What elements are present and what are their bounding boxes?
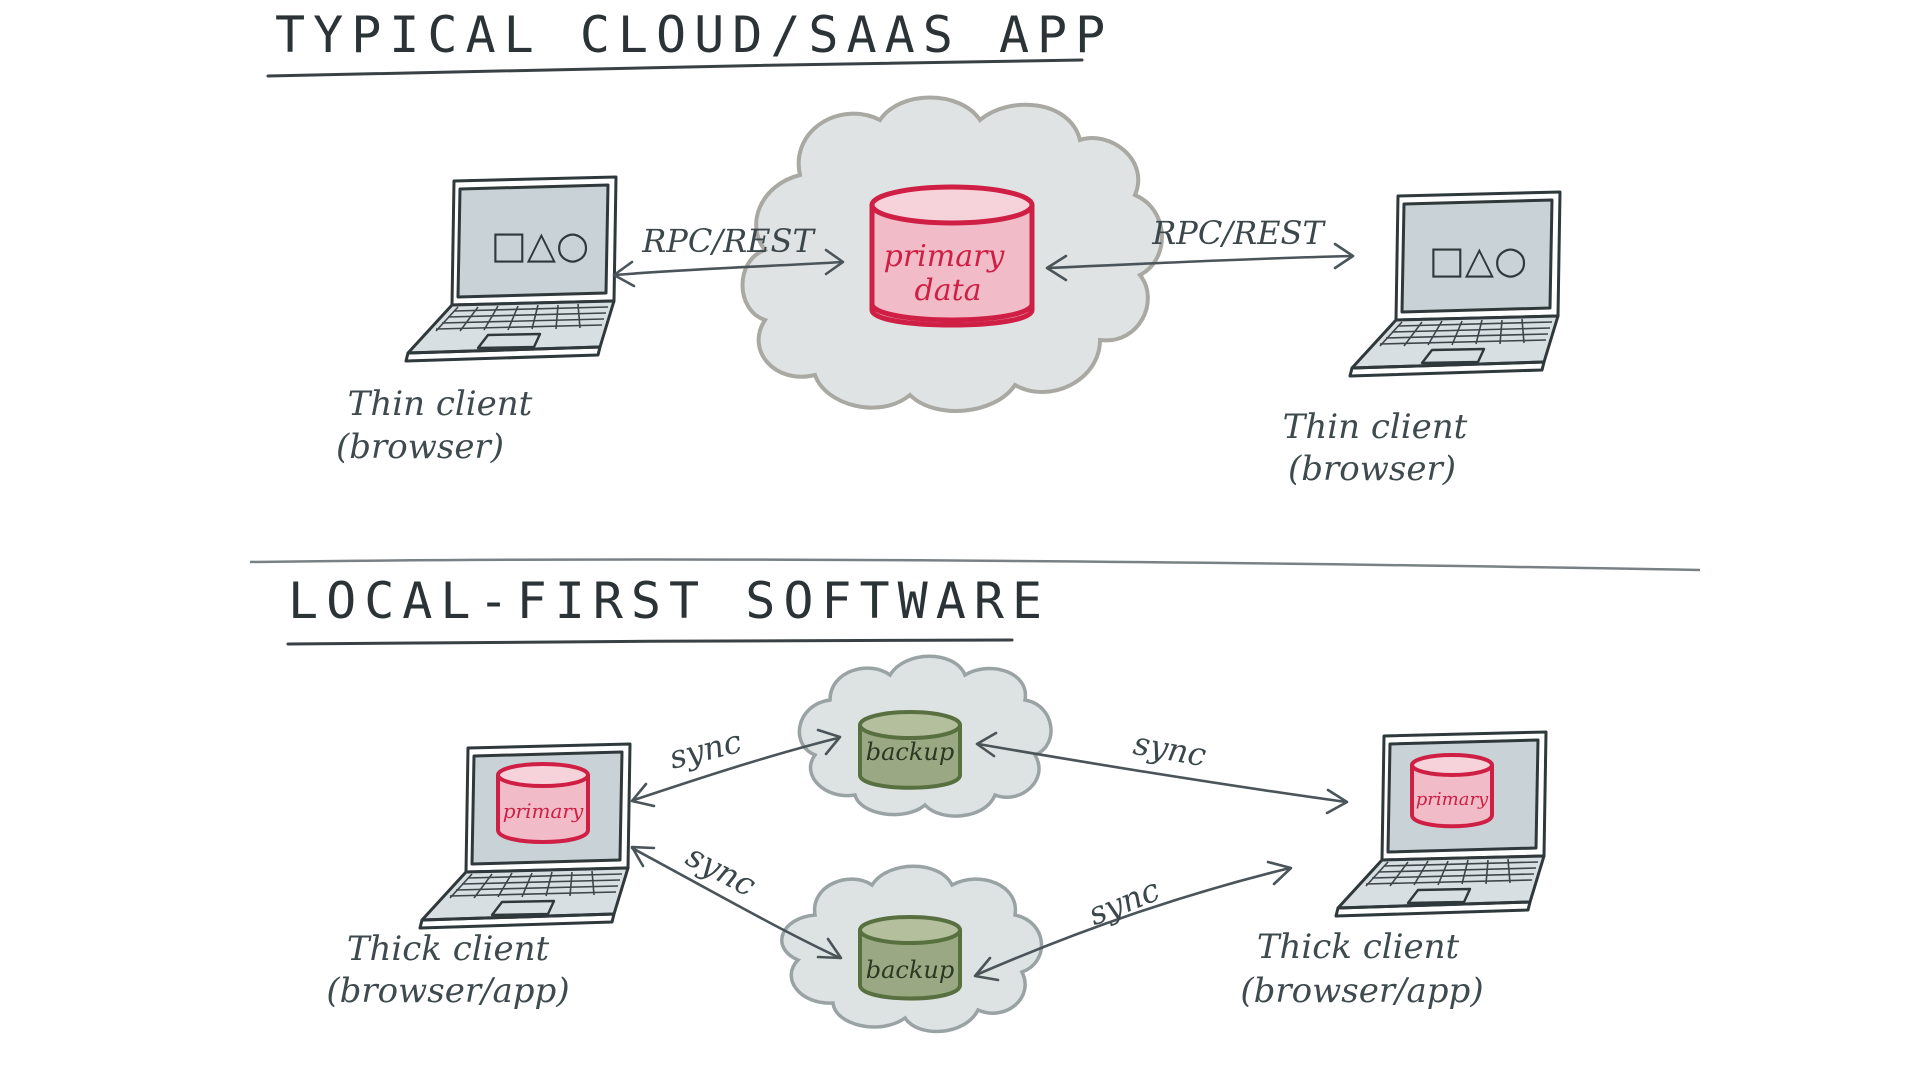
primary-database-icon-left bbox=[496, 762, 590, 844]
sync-arrow-left-bottom bbox=[630, 845, 843, 960]
thin-client-label-left: Thin client bbox=[348, 384, 533, 424]
rpc-label-left: RPC/REST bbox=[641, 222, 816, 260]
section-divider bbox=[249, 558, 1701, 572]
rpc-label-right: RPC/REST bbox=[1151, 214, 1326, 252]
rpc-arrow-left bbox=[612, 248, 845, 288]
thick-client-sublabel-right: (browser/app) bbox=[1240, 971, 1483, 1011]
sync-arrow-right-top bbox=[975, 731, 1349, 815]
title-underline-local bbox=[286, 638, 1014, 646]
backup-label-bottom: backup bbox=[866, 956, 954, 984]
primary-data-database-icon bbox=[869, 184, 1035, 328]
thick-client-sublabel-left: (browser/app) bbox=[326, 971, 569, 1011]
laptop-icon-thin-client-right bbox=[1348, 190, 1562, 378]
title-underline bbox=[266, 58, 1084, 78]
screen-shapes-left: □△○ bbox=[491, 223, 589, 267]
primary-data-label-line1: primary bbox=[884, 239, 1006, 274]
primary-database-icon-right bbox=[1410, 753, 1494, 829]
screen-shapes-right: □△○ bbox=[1429, 238, 1527, 282]
sync-arrow-right-bottom bbox=[973, 860, 1293, 982]
sync-label-right-top: sync bbox=[1131, 724, 1210, 774]
backup-database-icon-bottom bbox=[858, 915, 962, 1001]
laptop-icon-thin-client-left bbox=[404, 175, 618, 363]
primary-label-right: primary bbox=[1416, 789, 1489, 810]
primary-label-left: primary bbox=[503, 799, 584, 823]
thin-client-label-right: Thin client bbox=[1283, 407, 1468, 447]
sync-label-right-bottom: sync bbox=[1083, 870, 1165, 933]
section-title-cloud: TYPICAL CLOUD/SAAS APP bbox=[275, 6, 1113, 64]
backup-label-top: backup bbox=[866, 738, 954, 766]
thick-client-label-left: Thick client bbox=[347, 929, 550, 969]
sync-label-left-bottom: sync bbox=[680, 836, 762, 904]
sync-arrow-left-top bbox=[630, 728, 842, 808]
primary-data-label-line2: data bbox=[914, 273, 981, 308]
rpc-arrow-right bbox=[1045, 242, 1355, 282]
thick-client-label-right: Thick client bbox=[1257, 927, 1460, 967]
section-title-local: LOCAL-FIRST SOFTWARE bbox=[288, 572, 1050, 630]
backup-database-icon-top bbox=[858, 710, 962, 790]
thin-client-sublabel-left: (browser) bbox=[336, 427, 504, 467]
thin-client-sublabel-right: (browser) bbox=[1288, 449, 1456, 489]
